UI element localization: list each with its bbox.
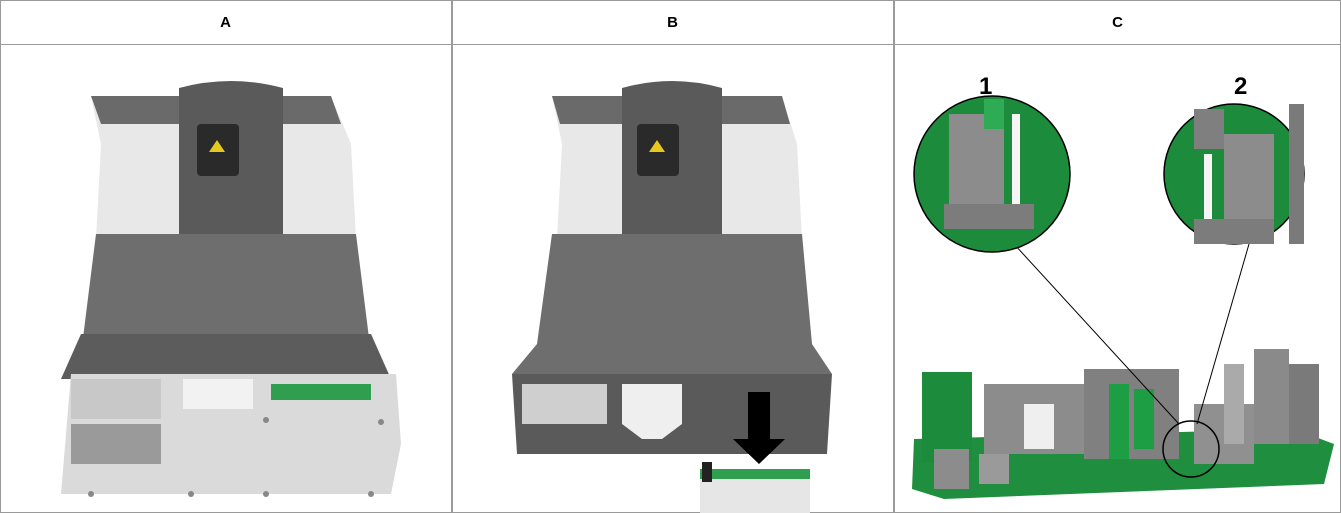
pcb-illustration-c: 1 2 (912, 73, 1334, 499)
callout-number-1: 1 (979, 73, 992, 100)
control-module (700, 469, 810, 479)
down-arrow-icon (733, 392, 785, 464)
warning-triangle-icon (649, 140, 665, 152)
drive-illustration-a (61, 81, 401, 497)
column-header-a: A (220, 13, 231, 31)
drive-illustration-b (512, 81, 832, 513)
magnifier-detail-1 (913, 95, 1071, 253)
column-header-c: C (1112, 13, 1123, 31)
terminal-strip (271, 384, 371, 400)
column-header-b: B (667, 13, 678, 31)
highlight-circle (1162, 420, 1220, 478)
panel-b-drive-module-removal (452, 44, 893, 513)
warning-triangle-icon (209, 140, 225, 152)
panel-c-pcb-detail: 1 2 (894, 44, 1340, 513)
magnifier-detail-2 (1163, 103, 1305, 245)
panel-a-drive-with-cover (1, 44, 451, 513)
callout-number-2: 2 (1234, 73, 1247, 100)
